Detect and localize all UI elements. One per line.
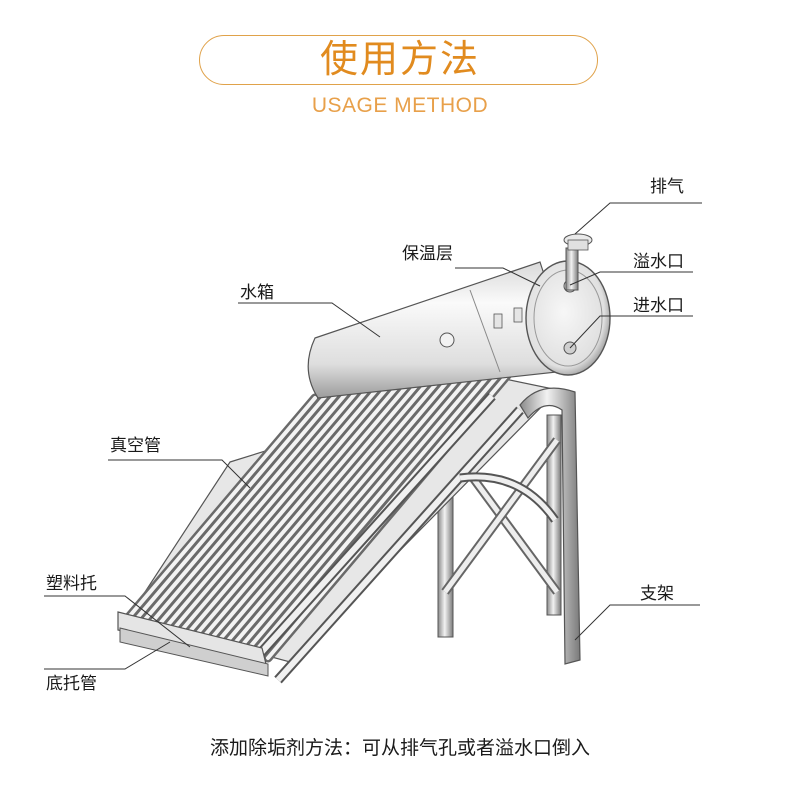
front-stand — [459, 387, 581, 665]
label-overflow: 溢水口 — [633, 252, 684, 272]
label-exhaust: 排气 — [650, 177, 684, 197]
label-insulation: 保温层 — [402, 244, 453, 264]
vacuum-tube-highlight — [236, 375, 471, 652]
page-subtitle: USAGE METHOD — [311, 94, 489, 117]
vacuum-tube-highlight — [177, 386, 389, 635]
page-title: 使用方法 — [319, 37, 480, 81]
vacuum-tube-highlight — [251, 372, 492, 656]
vacuum-tube-highlight — [170, 387, 379, 633]
usage-caption: 添加除垢剂方法：可从排气孔或者溢水口倒入 — [209, 737, 590, 759]
water-tank — [307, 261, 576, 399]
vacuum-tube-highlight — [184, 385, 400, 637]
vacuum-tube-highlight — [126, 396, 317, 620]
vacuum-tube-highlight — [148, 391, 348, 627]
vacuum-tube-highlight — [133, 394, 328, 623]
plastic-holder-bar — [117, 611, 269, 677]
label-stand: 支架 — [640, 584, 674, 604]
label-tank: 水箱 — [240, 283, 274, 303]
label-base-tube: 底托管 — [46, 674, 97, 694]
vacuum-tube-highlight — [243, 374, 482, 654]
label-inlet: 进水口 — [633, 296, 684, 316]
vacuum-tube-highlight — [207, 380, 430, 644]
label-plastic-holder: 塑料托 — [46, 574, 97, 594]
collector-side-rails — [246, 392, 524, 684]
vacuum-tube-highlight — [140, 393, 338, 625]
label-vacuum-tube: 真空管 — [110, 436, 161, 456]
tank-end-cap — [525, 233, 611, 376]
rear-stand — [437, 414, 562, 638]
vacuum-tube-highlight — [221, 378, 451, 648]
leader-lines — [44, 202, 702, 670]
vacuum-tube-highlight — [214, 379, 441, 646]
title-frame — [199, 35, 598, 85]
vacuum-tube-highlight — [162, 389, 369, 631]
vacuum-tube-highlight — [199, 382, 420, 642]
vacuum-tube-highlight — [229, 376, 461, 650]
vacuum-tube-highlight — [155, 390, 359, 629]
vacuum-tube-highlight — [192, 383, 410, 639]
vacuum-tube-array — [123, 367, 560, 663]
